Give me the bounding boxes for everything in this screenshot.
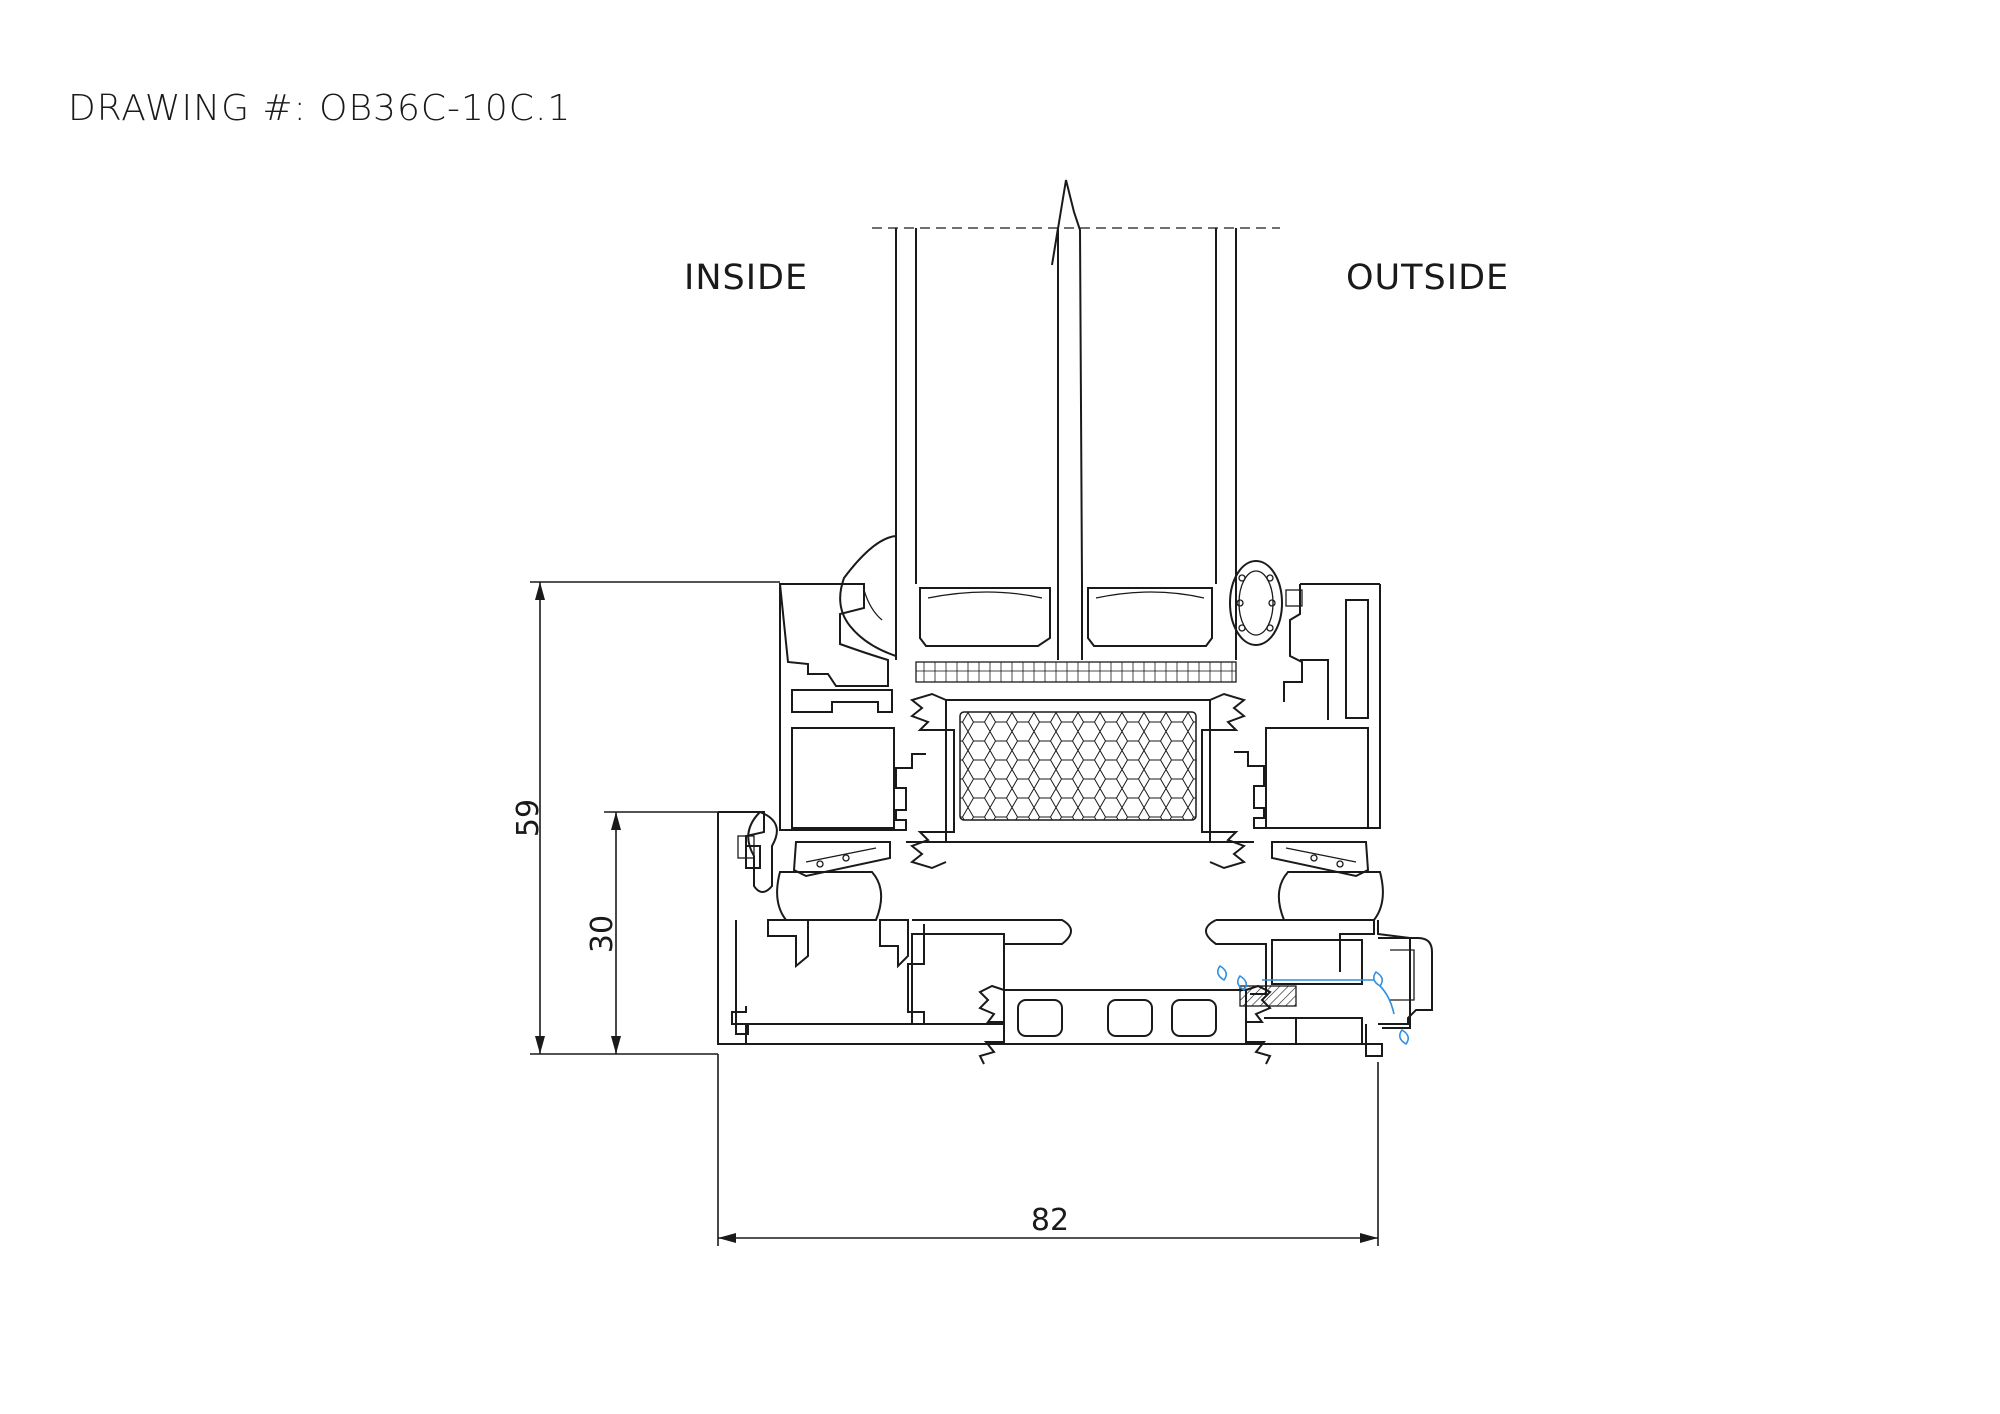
drawing-number-title: DRAWING #: OB36C-10C.1	[68, 88, 572, 129]
dimension-30-text: 30	[585, 915, 620, 953]
dimension-59-text: 59	[511, 799, 546, 837]
outside-label: OUTSIDE	[1346, 258, 1510, 298]
frame-profile	[717, 810, 1433, 1065]
inside-glazing-bead	[778, 534, 897, 687]
sash-profile	[779, 583, 1381, 870]
glass-spacers	[915, 587, 1237, 683]
dimension-height-59: 59	[511, 581, 780, 1055]
inside-label: INSIDE	[684, 258, 809, 298]
dimension-width-82: 82	[717, 1054, 1379, 1246]
outside-gasket	[1229, 560, 1303, 646]
dimension-82-text: 82	[1031, 1203, 1069, 1238]
sash-bottom-gaskets	[776, 841, 1384, 921]
dimension-height-30: 30	[585, 811, 718, 1054]
drainage-path	[1216, 964, 1410, 1046]
